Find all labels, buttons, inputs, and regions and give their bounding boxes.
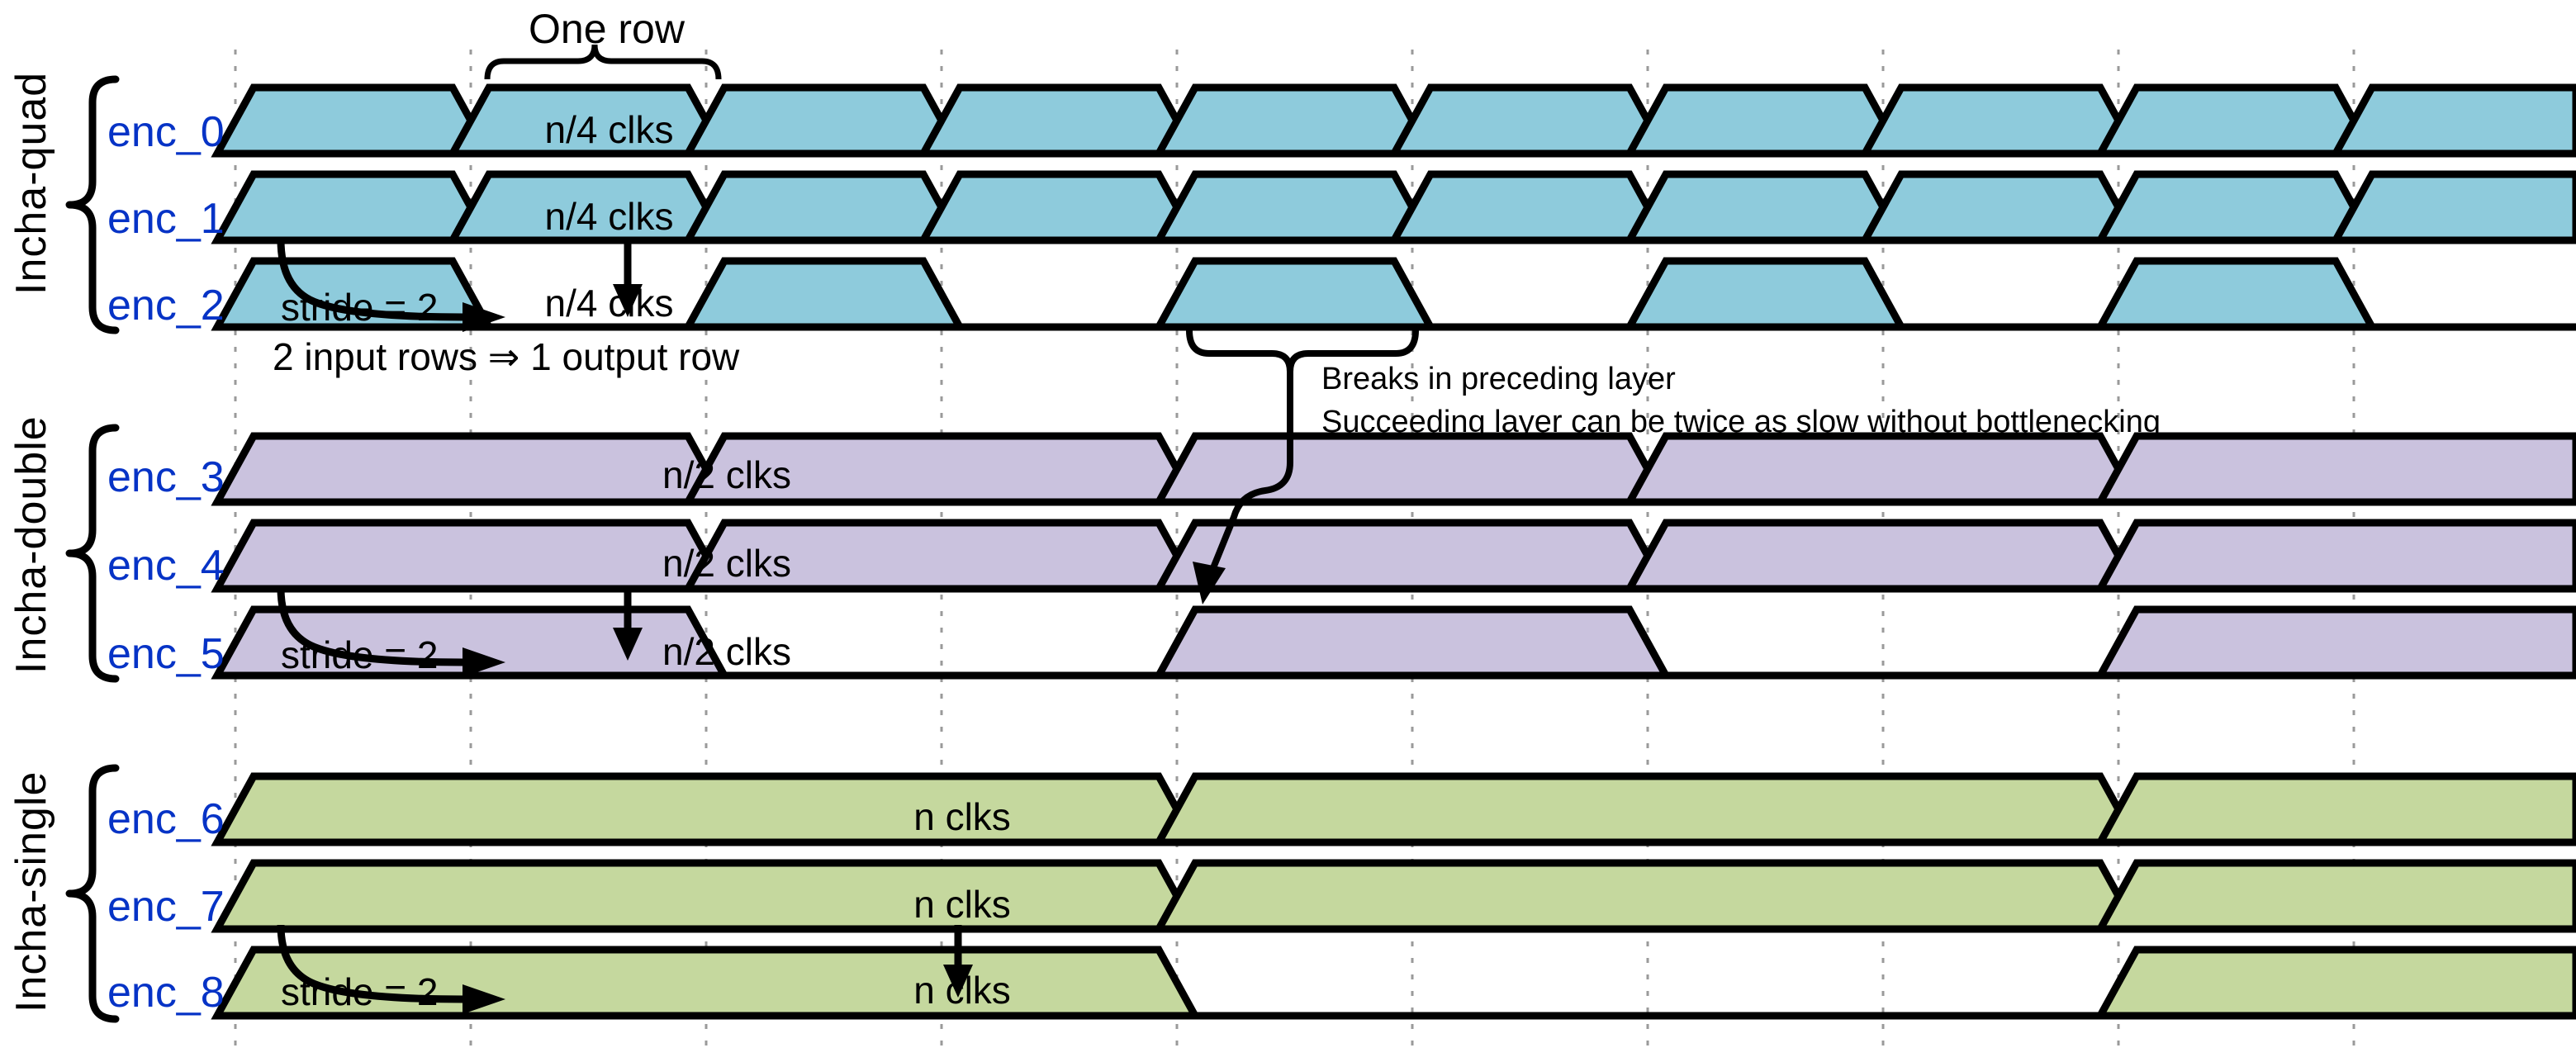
stride-label-double: stride = 2 [281, 633, 439, 676]
stride-label-single: stride = 2 [281, 970, 439, 1013]
signal-label-enc_8: enc_8 [107, 969, 225, 1017]
clk-text-enc_7: n clks [913, 883, 1011, 926]
stride-arrow-quad [277, 239, 465, 321]
succeeding-note: Succeeding layer can be twice as slow wi… [1321, 405, 2161, 439]
signal-label-enc_7: enc_7 [107, 883, 225, 931]
clk-text-enc_6: n clks [913, 795, 1011, 838]
clk-text-enc_5: n/2 clks [662, 630, 791, 673]
stride-arrow-single [277, 924, 465, 1003]
waveform-enc_4 [2094, 519, 2576, 593]
clk-text-enc_2: n/4 clks [544, 282, 674, 325]
waveform-enc_0 [2329, 83, 2576, 158]
brace-double [65, 424, 120, 683]
clk-arrow-head-double [613, 628, 643, 661]
break-arrow-head [1193, 562, 1226, 604]
one-row-brace [484, 44, 722, 80]
clk-arrow-head-quad [613, 284, 643, 317]
stride-arrow-head-double [463, 647, 505, 677]
waveform-enc_3 [2094, 432, 2576, 506]
clk-text-enc_1: n/4 clks [544, 195, 674, 238]
waveform-enc_6 [2094, 772, 2576, 846]
signal-label-enc_2: enc_2 [107, 282, 225, 330]
clk-text-enc_0: n/4 clks [544, 108, 674, 151]
break-elbow [1206, 372, 1293, 580]
signal-label-enc_0: enc_0 [107, 108, 225, 156]
stride-arrow-double [277, 587, 465, 666]
waveform-enc_5 [2094, 605, 2576, 680]
brace-single [65, 764, 120, 1023]
clk-text-enc_3: n/2 clks [662, 453, 791, 496]
waveform-enc_8 [2094, 946, 2576, 1020]
signal-label-enc_1: enc_1 [107, 195, 225, 243]
clk-text-enc_8: n clks [913, 969, 1011, 1012]
signal-label-enc_6: enc_6 [107, 795, 225, 843]
group-label-quad: Incha-quad [7, 71, 55, 296]
group-label-double: Incha-double [7, 415, 55, 675]
signal-label-enc_3: enc_3 [107, 453, 225, 501]
breaks-note: Breaks in preceding layer [1321, 362, 1676, 396]
clk-arrow-head-single [943, 965, 973, 998]
waveform-enc_7 [2094, 859, 2576, 933]
signal-label-enc_4: enc_4 [107, 542, 225, 590]
one-row-label: One row [529, 6, 685, 52]
waveform-enc_1 [2329, 170, 2576, 244]
signal-label-enc_5: enc_5 [107, 630, 225, 678]
group-label-single: Incha-single [7, 770, 55, 1013]
clk-text-enc_4: n/2 clks [662, 542, 791, 585]
stride-label-quad: stride = 2 [281, 286, 439, 329]
input-rows-note: 2 input rows ⇒ 1 output row [273, 335, 740, 378]
brace-quad [65, 75, 120, 334]
stride-arrow-head-quad [463, 302, 505, 332]
stride-arrow-head-single [463, 984, 505, 1014]
